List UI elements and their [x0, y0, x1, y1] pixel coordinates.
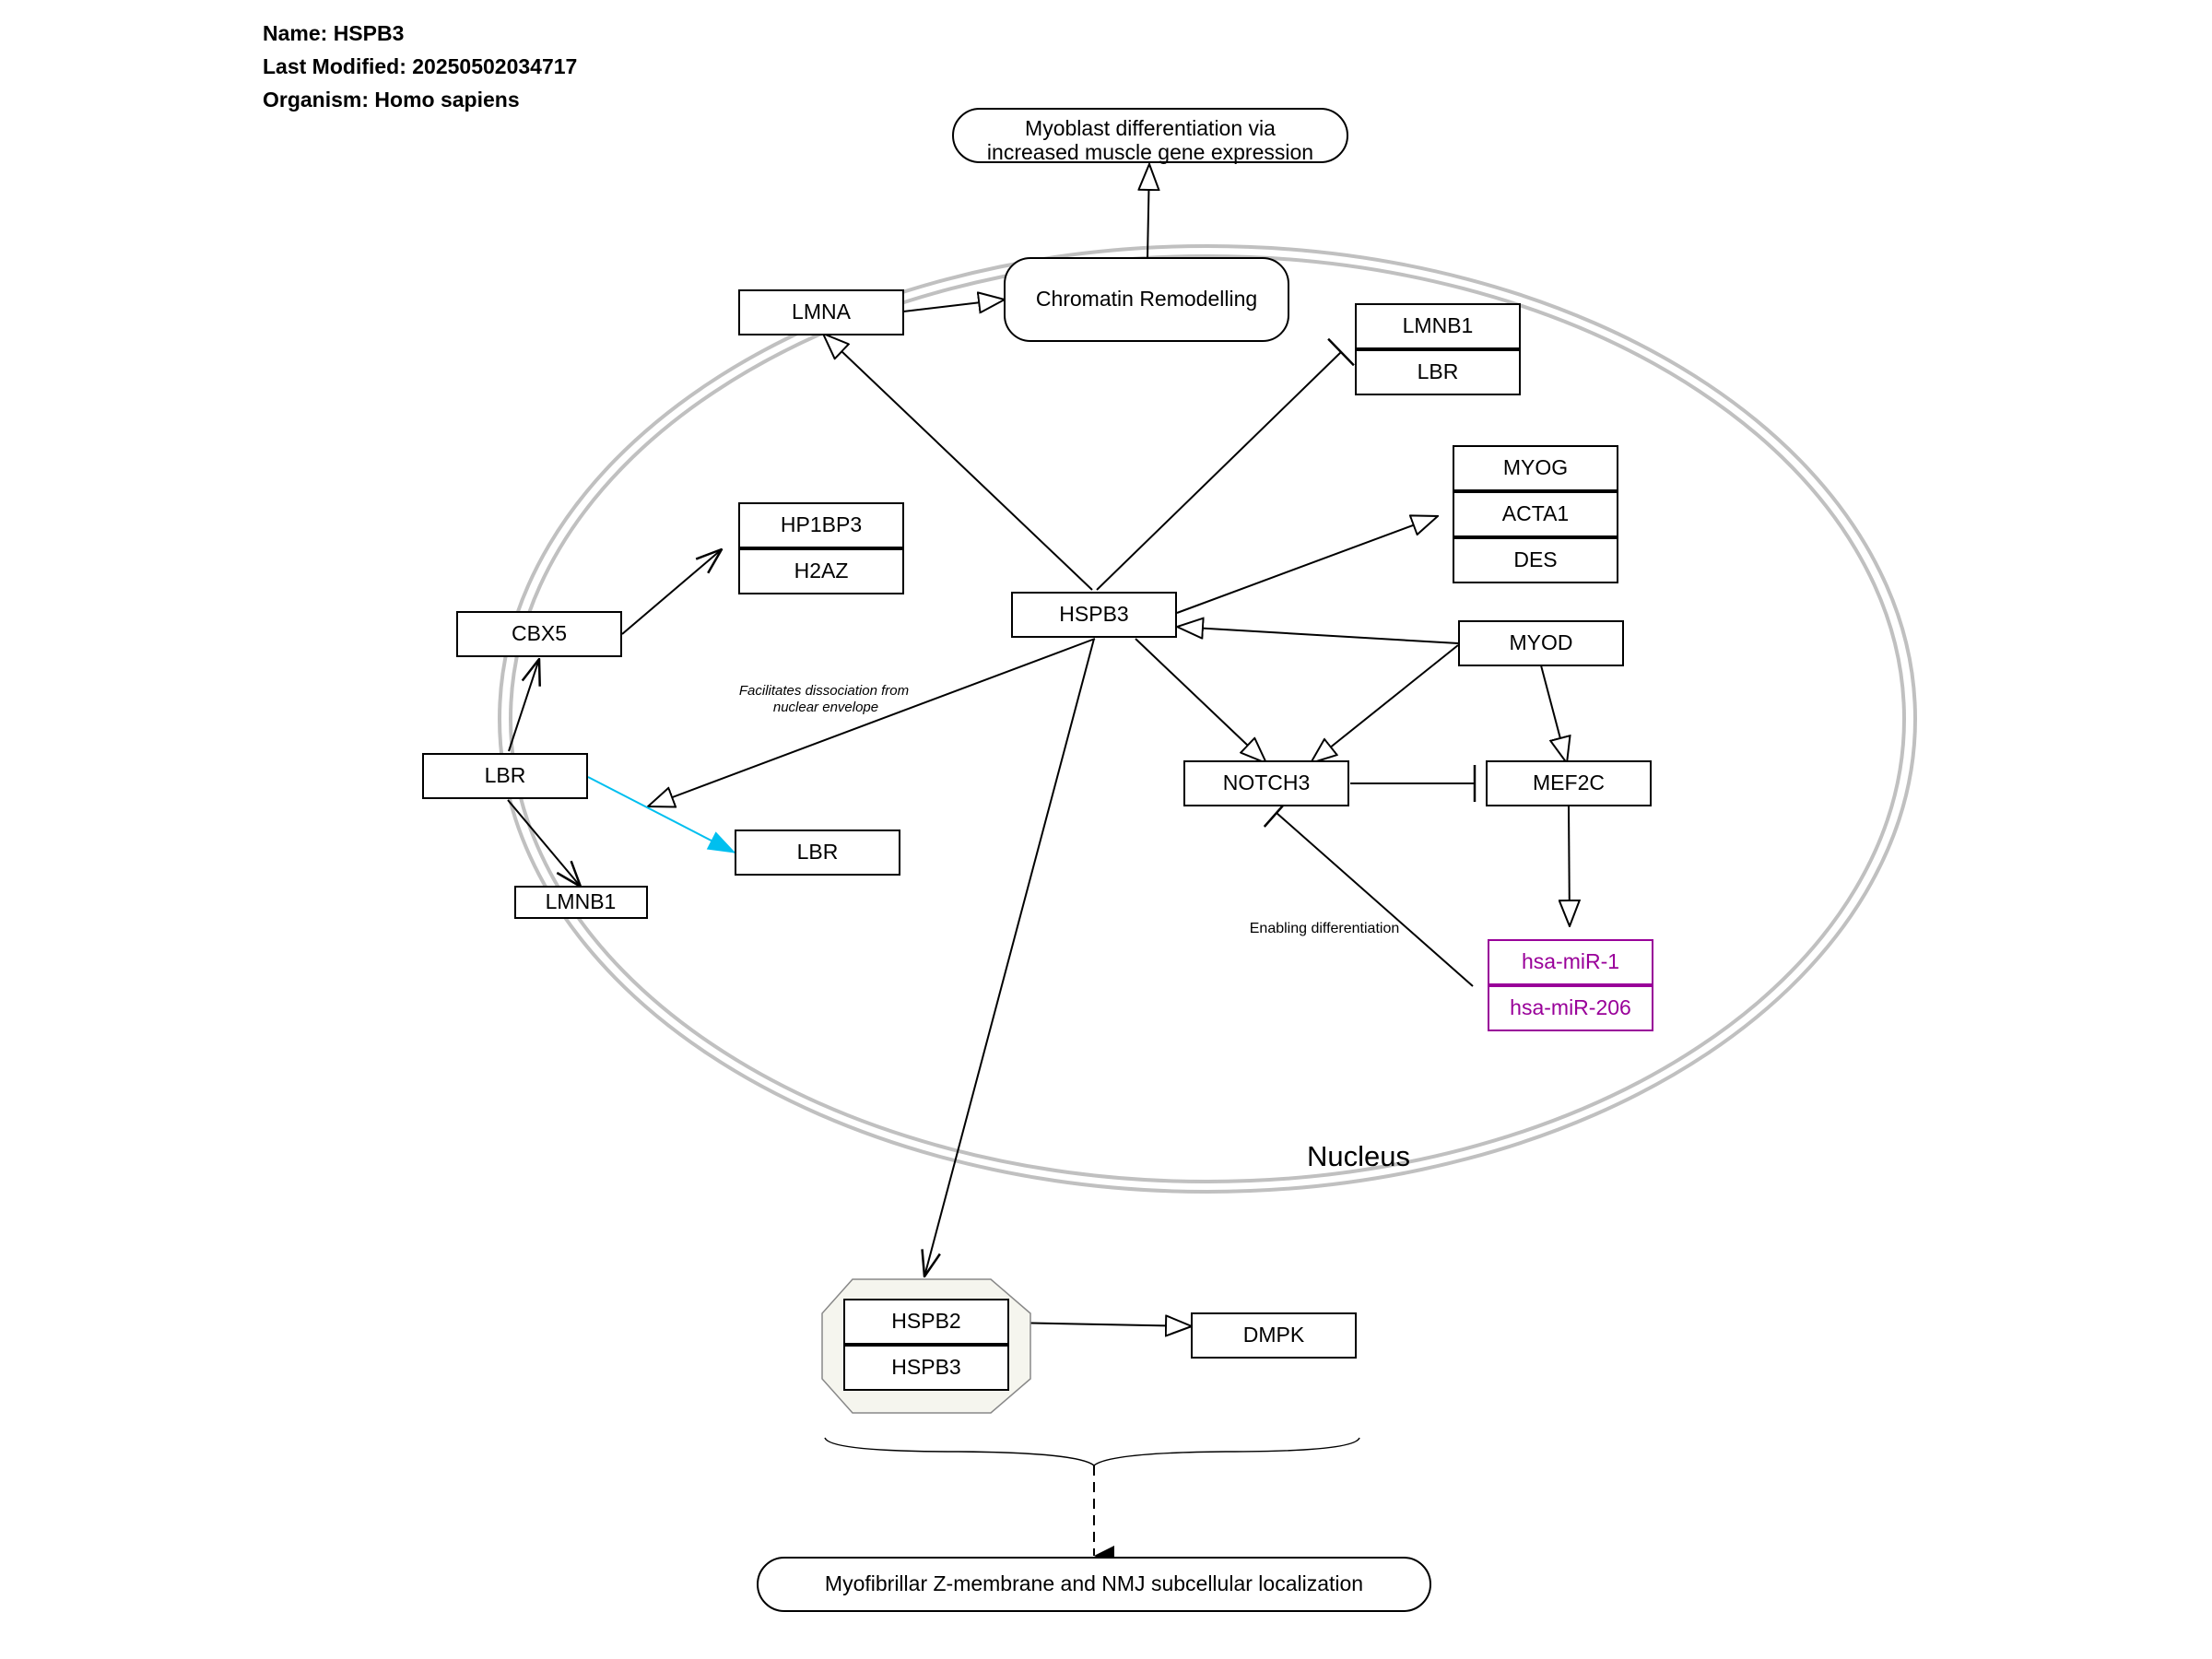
- gene-lmnb1-left[interactable]: LMNB1: [514, 886, 648, 919]
- edge-hspb3-complex: [924, 638, 1095, 1277]
- svg-text:DES: DES: [1513, 547, 1557, 571]
- svg-text:NOTCH3: NOTCH3: [1223, 771, 1311, 794]
- edges: [507, 164, 1570, 1566]
- svg-text:Myofibrillar Z-membrane and NM: Myofibrillar Z-membrane and NMJ subcellu…: [825, 1571, 1363, 1595]
- svg-text:hsa-miR-206: hsa-miR-206: [1510, 995, 1631, 1019]
- svg-text:Chromatin Remodelling: Chromatin Remodelling: [1036, 287, 1257, 311]
- annotation-facilitates-2: nuclear envelope: [773, 700, 878, 715]
- svg-text:LMNA: LMNA: [792, 300, 852, 324]
- gene-acta1[interactable]: ACTA1: [1453, 491, 1618, 537]
- svg-text:Myoblast differentiation via: Myoblast differentiation via: [1025, 116, 1276, 140]
- gene-dmpk[interactable]: DMPK: [1191, 1312, 1357, 1359]
- gene-notch3[interactable]: NOTCH3: [1183, 760, 1349, 806]
- edge-myod-hspb3: [1177, 627, 1459, 644]
- gene-hspb3[interactable]: HSPB3: [1011, 592, 1177, 638]
- svg-text:LMNB1: LMNB1: [546, 889, 617, 913]
- edge-lmna-chromatin: [902, 300, 1005, 312]
- svg-text:MEF2C: MEF2C: [1533, 771, 1605, 794]
- edge-lbr-lbr-highlight: [587, 776, 735, 853]
- gene-cbx5[interactable]: CBX5: [456, 611, 622, 657]
- edge-hspb3-lmnb1-inhibit: [1096, 337, 1355, 591]
- mirna-mir-206[interactable]: hsa-miR-206: [1488, 985, 1653, 1031]
- svg-text:LBR: LBR: [485, 763, 526, 787]
- label-myoblast: Myoblast differentiation via increased m…: [952, 108, 1348, 164]
- nucleus-compartment: [498, 244, 1917, 1194]
- label-z-membrane: Myofibrillar Z-membrane and NMJ subcellu…: [757, 1557, 1431, 1612]
- gene-hp1bp3[interactable]: HP1BP3: [738, 502, 904, 548]
- gene-lbr-top[interactable]: LBR: [1355, 349, 1521, 395]
- svg-text:HSPB2: HSPB2: [891, 1309, 960, 1333]
- svg-text:LBR: LBR: [797, 840, 839, 864]
- gene-h2az[interactable]: H2AZ: [738, 548, 904, 594]
- edge-hspb3-lbr-dissociation: [648, 638, 1096, 806]
- svg-text:DMPK: DMPK: [1243, 1323, 1305, 1347]
- edge-chromatin-myoblast: [1147, 164, 1149, 259]
- mirna-mir-1[interactable]: hsa-miR-1: [1488, 939, 1653, 985]
- svg-text:MYOG: MYOG: [1503, 455, 1568, 479]
- gene-lmnb1-top[interactable]: LMNB1: [1355, 303, 1521, 349]
- edge-myod-mef2c: [1540, 665, 1567, 763]
- organism: Organism: Homo sapiens: [263, 88, 520, 112]
- gene-lmna[interactable]: LMNA: [738, 289, 904, 335]
- edge-mef2c-mir: [1569, 806, 1570, 926]
- gene-lbr-left[interactable]: LBR: [422, 753, 588, 799]
- svg-text:LBR: LBR: [1418, 359, 1459, 383]
- edge-hspb3-notch3: [1135, 638, 1266, 763]
- gene-des[interactable]: DES: [1453, 537, 1618, 583]
- edge-mir-notch3-inhibit: [1263, 798, 1474, 987]
- gene-hspb2[interactable]: HSPB2: [843, 1299, 1009, 1345]
- svg-text:increased muscle gene expressi: increased muscle gene expression: [987, 140, 1313, 164]
- svg-text:HSPB3: HSPB3: [891, 1355, 960, 1379]
- pathway-name: Name: HSPB3: [263, 21, 405, 45]
- svg-text:H2AZ: H2AZ: [794, 559, 849, 582]
- edge-cbx5-hp1bp3: [621, 549, 722, 635]
- edge-myod-notch3: [1311, 644, 1459, 763]
- edge-lbr-cbx5: [508, 659, 539, 752]
- gene-lbr-mid[interactable]: LBR: [735, 830, 900, 876]
- edge-hspb3-myog: [1176, 516, 1438, 614]
- svg-text:ACTA1: ACTA1: [1502, 501, 1569, 525]
- last-modified: Last Modified: 20250502034717: [263, 54, 578, 78]
- annotation-enabling: Enabling differentiation: [1250, 921, 1400, 936]
- svg-text:CBX5: CBX5: [512, 621, 567, 645]
- group-brace: [824, 1437, 1360, 1466]
- svg-text:hsa-miR-1: hsa-miR-1: [1522, 949, 1619, 973]
- gene-myog[interactable]: MYOG: [1453, 445, 1618, 491]
- gene-mef2c[interactable]: MEF2C: [1486, 760, 1652, 806]
- svg-text:MYOD: MYOD: [1510, 630, 1573, 654]
- edge-complex-dmpk: [1008, 1323, 1192, 1326]
- edge-lbr-lmnb1: [507, 799, 581, 887]
- label-chromatin-remodelling: Chromatin Remodelling: [1004, 257, 1289, 342]
- svg-text:HSPB3: HSPB3: [1059, 602, 1128, 626]
- annotation-facilitates-1: Facilitates dissociation from: [739, 683, 909, 699]
- svg-text:HP1BP3: HP1BP3: [781, 512, 862, 536]
- nucleus-label: Nucleus: [1307, 1140, 1410, 1172]
- edge-hspb3-lmna: [823, 334, 1093, 591]
- gene-hspb3-complex[interactable]: HSPB3: [843, 1345, 1009, 1391]
- svg-text:LMNB1: LMNB1: [1403, 313, 1474, 337]
- gene-myod[interactable]: MYOD: [1458, 620, 1624, 666]
